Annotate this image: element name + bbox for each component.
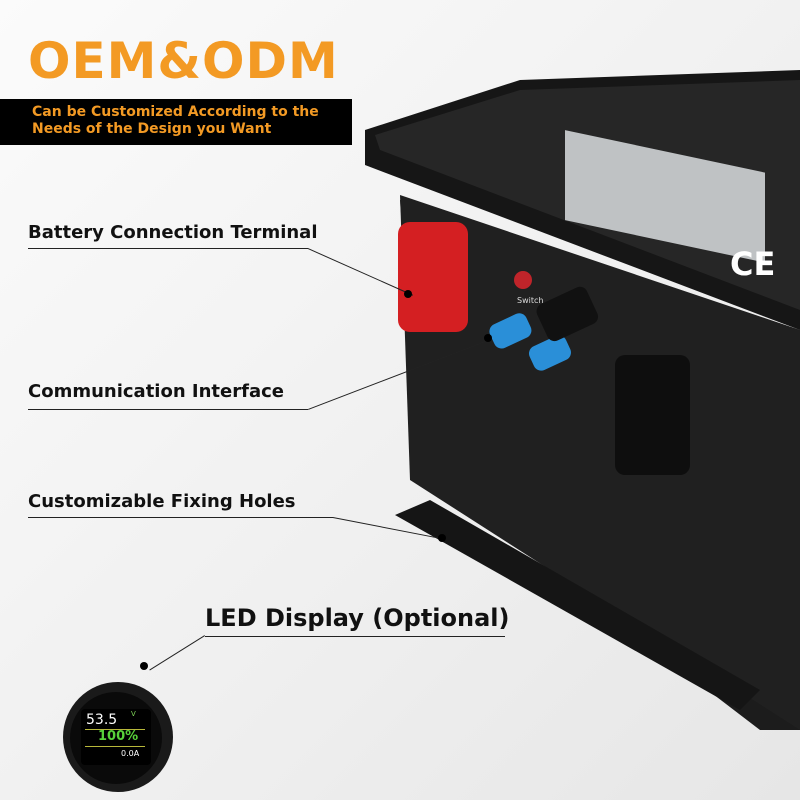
switch-button xyxy=(514,271,532,289)
connector-body xyxy=(536,286,599,342)
current-value: 0.0A xyxy=(121,749,140,758)
subtitle-line-2: Needs of the Design you Want xyxy=(32,121,272,137)
ce-mark: CE xyxy=(730,245,775,283)
switch-label: Switch xyxy=(517,296,543,305)
callout-communication: Communication Interface xyxy=(28,381,284,402)
handle-plate xyxy=(565,130,765,263)
voltage-unit: V xyxy=(131,710,136,718)
callout-terminal: Battery Connection Terminal xyxy=(28,222,318,243)
callout-fixing-holes: Customizable Fixing Holes xyxy=(28,491,296,512)
led-display-screen: 53.5 V 100% 0.0A xyxy=(81,709,151,765)
fixing-plate xyxy=(395,500,760,710)
communication-port-1 xyxy=(489,313,532,349)
callout-led-display: LED Display (Optional) xyxy=(205,604,510,632)
subtitle-banner: Can be Customized According to the Needs… xyxy=(0,99,352,145)
terminal-cap xyxy=(398,222,468,332)
page-title: OEM&ODM xyxy=(28,32,339,90)
charge-percent: 100% xyxy=(98,729,139,744)
terminal-cap-black xyxy=(615,355,690,475)
voltage-value: 53.5 xyxy=(86,712,118,728)
subtitle-line-1: Can be Customized According to the xyxy=(32,104,319,120)
communication-port-2 xyxy=(529,335,571,371)
